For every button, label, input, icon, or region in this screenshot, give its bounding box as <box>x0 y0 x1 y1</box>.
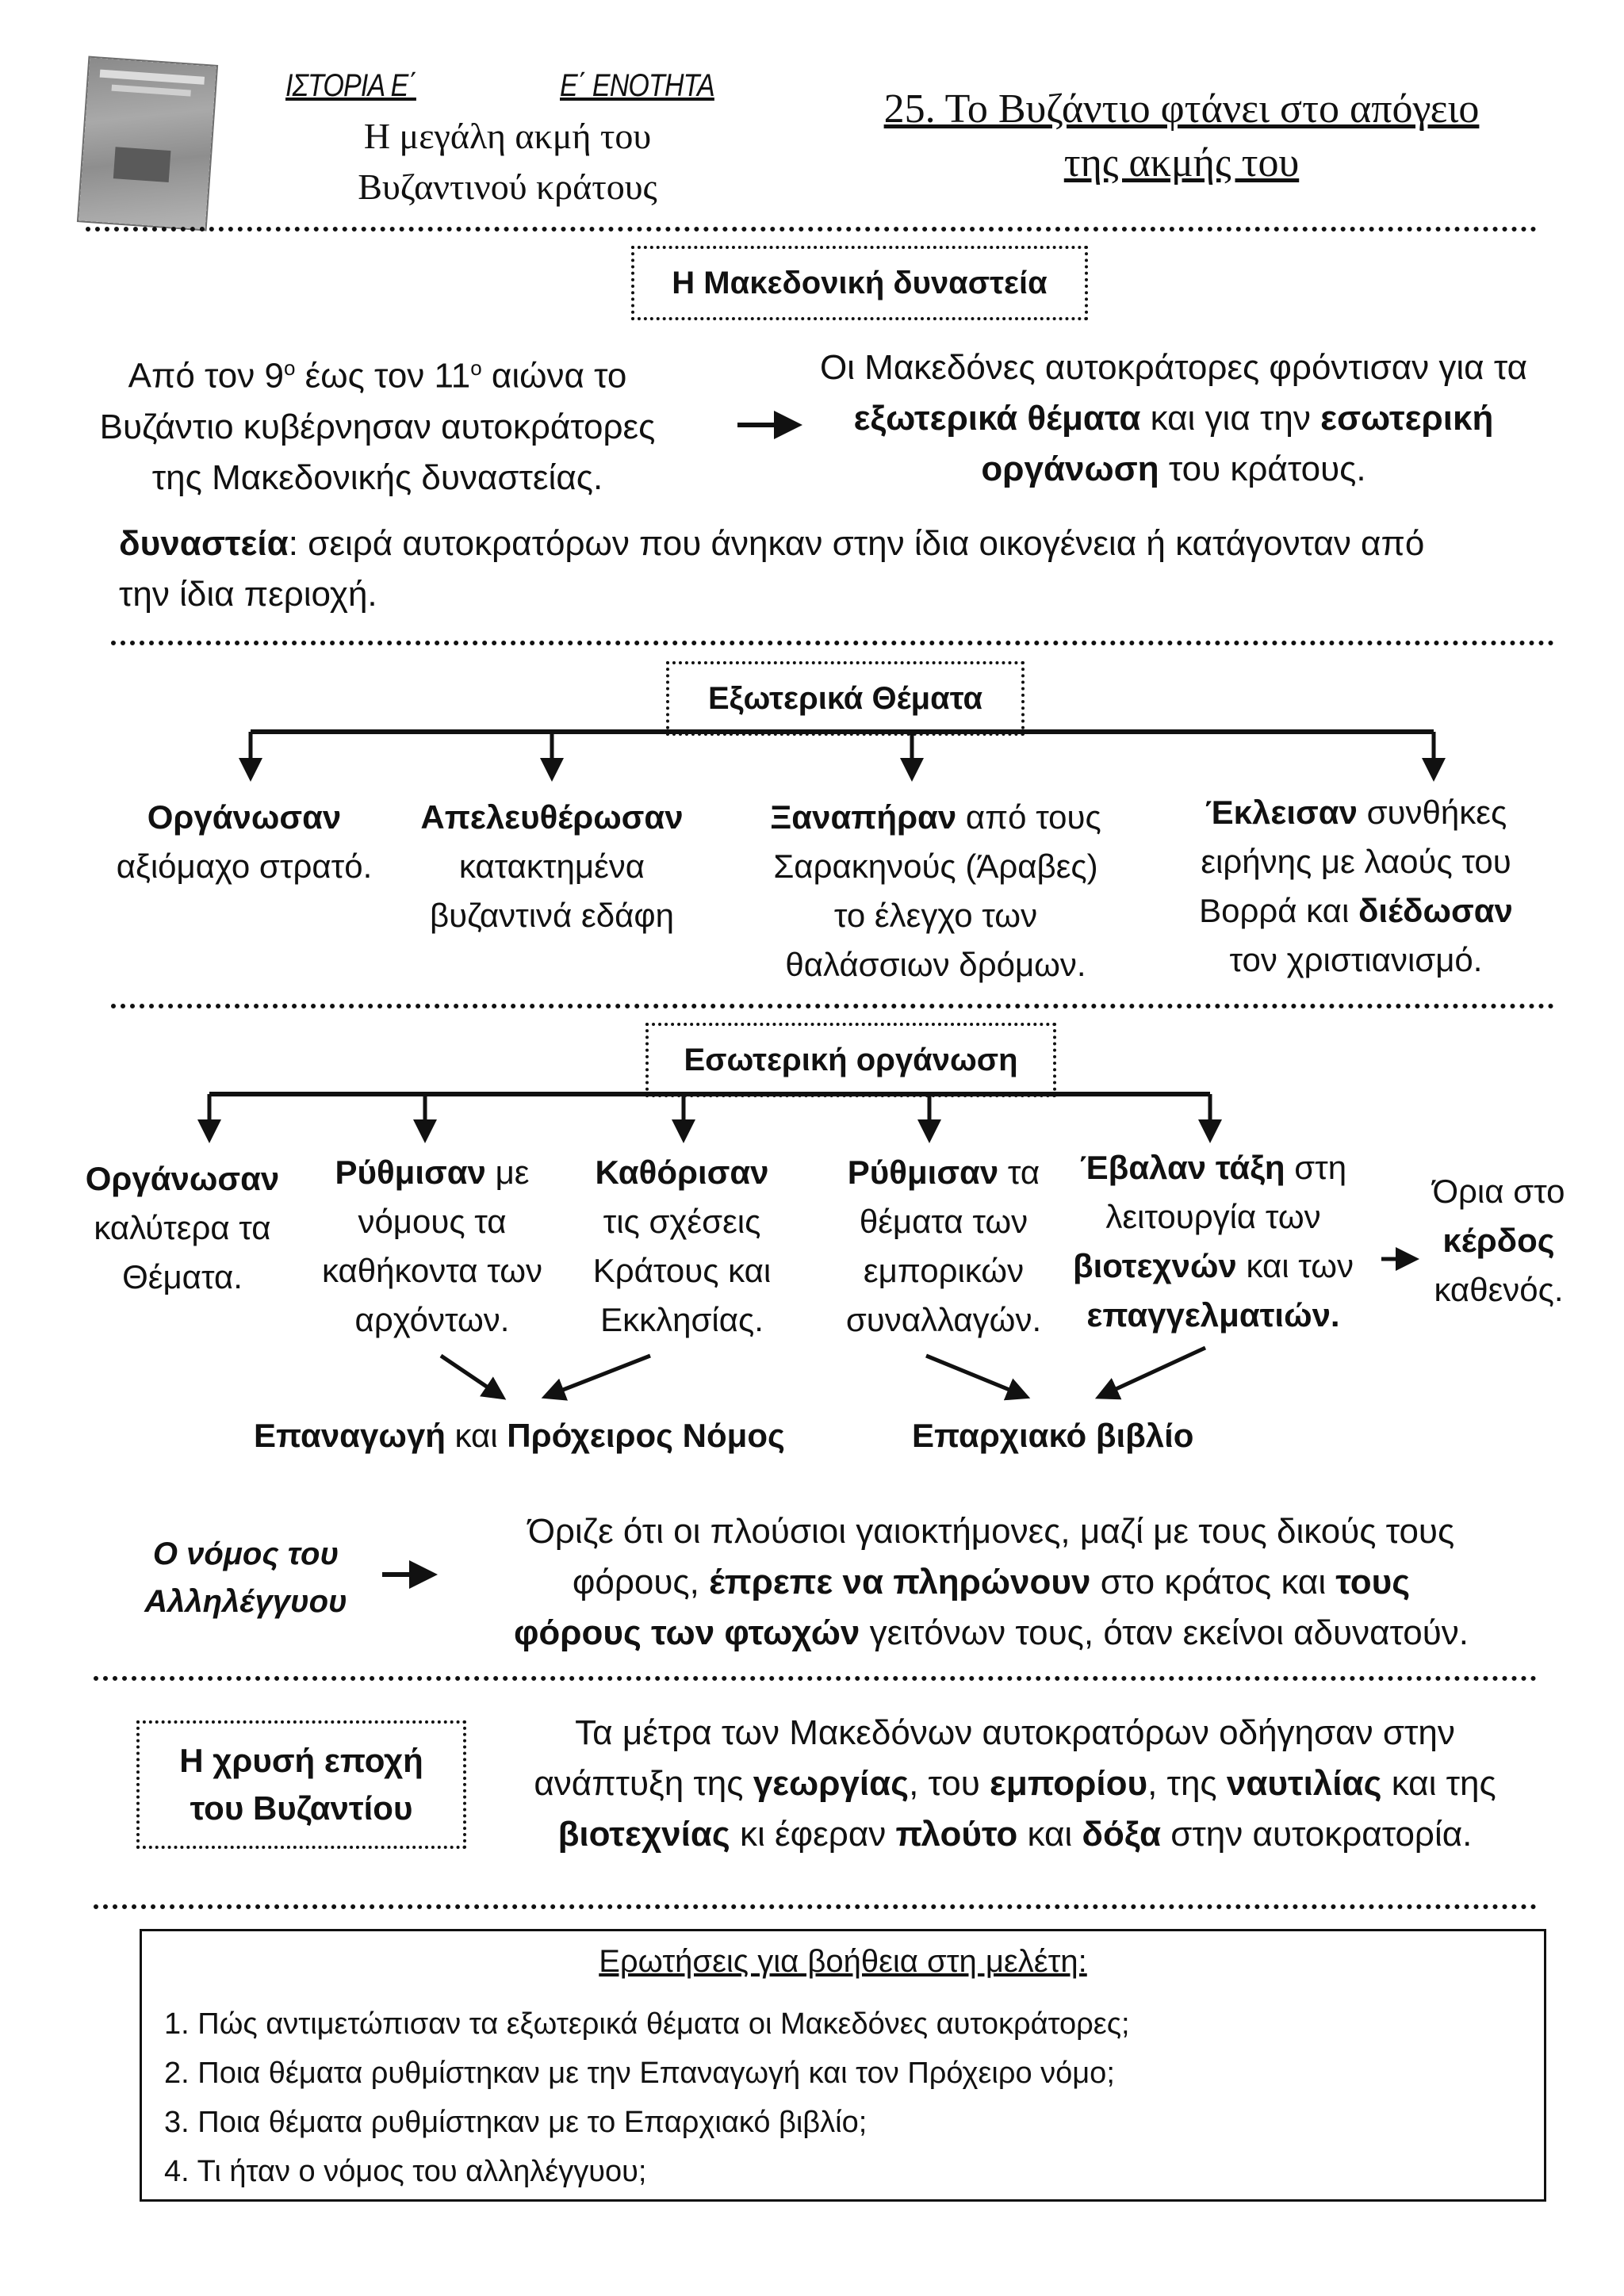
internal-item-themes: Οργάνωσαν καλύτερα τα Θέματα. <box>85 1160 280 1295</box>
unit-title: Η μεγάλη ακμή του Βυζαντινού κράτους <box>301 111 714 212</box>
question-item: 3. Ποια θέματα ρυθμίστηκαν με το Επαρχια… <box>164 2106 868 2139</box>
unit-title-line2: Βυζαντινού κράτους <box>358 166 657 207</box>
subject-label: ΙΣΤΟΡΙΑ Ε΄ <box>285 68 417 103</box>
lesson-title: 25. Το Βυζάντιο φτάνει στο απόγειο της α… <box>801 82 1562 190</box>
macedonian-right-text: Οι Μακεδόνες αυτοκράτορες φρόντισαν για … <box>819 348 1528 488</box>
internal-item-craftsmen: Έβαλαν τάξη στη λειτουργία των βιοτεχνών… <box>1072 1149 1354 1334</box>
divider <box>111 641 1554 645</box>
internal-item-trade: Ρύθμισαν τα θέματα των εμπορικών συναλλα… <box>845 1154 1042 1338</box>
law-epanagoge-procheiros: Επαναγωγή και Πρόχειρος Νόμος <box>254 1417 785 1454</box>
unit-title-line1: Η μεγάλη ακμή του <box>363 116 652 156</box>
external-item-territories: Απελευθέρωσαν κατακτημένα βυζαντινά εδάφ… <box>420 798 684 934</box>
internal-heading-box: Εσωτερική οργάνωση <box>645 1023 1056 1097</box>
external-item-army: Οργάνωσαν αξιόμαχο στρατό. <box>116 798 373 885</box>
divider <box>86 227 1537 232</box>
external-tree <box>239 729 1446 782</box>
unit-label: Ε΄ ΕΝΟΤΗΤΑ <box>560 68 715 103</box>
dynasty-definition: δυναστεία: σειρά αυτοκρατόρων που άνηκαν… <box>119 524 1425 614</box>
divider <box>111 1004 1554 1008</box>
lesson-title-line2: της ακμής του <box>1063 140 1300 186</box>
allilengyon-label: Ο νόμος του Αλληλέγγυου <box>144 1536 347 1619</box>
question-item: 2. Ποια θέματα ρυθμίστηκαν με την Επαναγ… <box>164 2057 1115 2090</box>
macedonian-left-text: Από τον 9ο έως τον 11ο αιώνα το Βυζάντιο… <box>99 356 656 497</box>
divider <box>94 1904 1537 1909</box>
law-eparch-book: Επαρχιακό βιβλίο <box>912 1417 1194 1454</box>
golden-age-label-line2: του Βυζαντίου <box>190 1789 413 1827</box>
definition-term: δυναστεία <box>119 524 289 563</box>
allilengyon-text: Όριζε ότι οι πλούσιοι γαιοκτήμονες, μαζί… <box>513 1512 1469 1652</box>
lesson-title-line1: 25. Το Βυζάντιο φτάνει στο απόγειο <box>883 86 1480 132</box>
internal-item-church: Καθόρισαν τις σχέσεις Κράτους και Εκκλησ… <box>592 1154 772 1338</box>
question-item: 1. Πώς αντιμετώπισαν τα εξωτερικά θέματα… <box>164 2007 1130 2041</box>
divider <box>94 1676 1537 1681</box>
internal-item-archons: Ρύθμισαν με νόμους τα καθήκοντα των αρχό… <box>321 1154 543 1338</box>
macedonian-heading-box: Η Μακεδονική δυναστεία <box>631 246 1088 320</box>
study-questions-box: Ερωτήσεις για βοήθεια στη μελέτη: 1. Πώς… <box>140 1929 1546 2202</box>
question-item: 4. Τι ήταν ο νόμος του αλληλέγγυου; <box>164 2155 647 2188</box>
macedonian-heading: Η Μακεδονική δυναστεία <box>672 265 1048 300</box>
golden-age-label-line1: Η χρυσή εποχή <box>179 1742 423 1779</box>
internal-tree <box>197 1092 1419 1401</box>
external-item-sea-routes: Ξαναπήραν από τους Σαρακηνούς (Άραβες) τ… <box>770 798 1101 983</box>
external-item-treaties: Έκλεισαν συνθήκες ειρήνης με λαούς του Β… <box>1199 794 1513 978</box>
golden-age-text: Τα μέτρα των Μακεδόνων αυτοκρατόρων οδήγ… <box>534 1713 1496 1854</box>
internal-item-profit-limits: Όρια στο κέρδος καθενός. <box>1432 1173 1565 1308</box>
internal-heading: Εσωτερική οργάνωση <box>684 1042 1018 1077</box>
study-questions-title: Ερωτήσεις για βοήθεια στη μελέτη: <box>599 1944 1087 1979</box>
golden-age-label-box: Η χρυσή εποχή του Βυζαντίου <box>136 1720 466 1849</box>
external-heading: Εξωτερικά Θέματα <box>707 680 983 716</box>
